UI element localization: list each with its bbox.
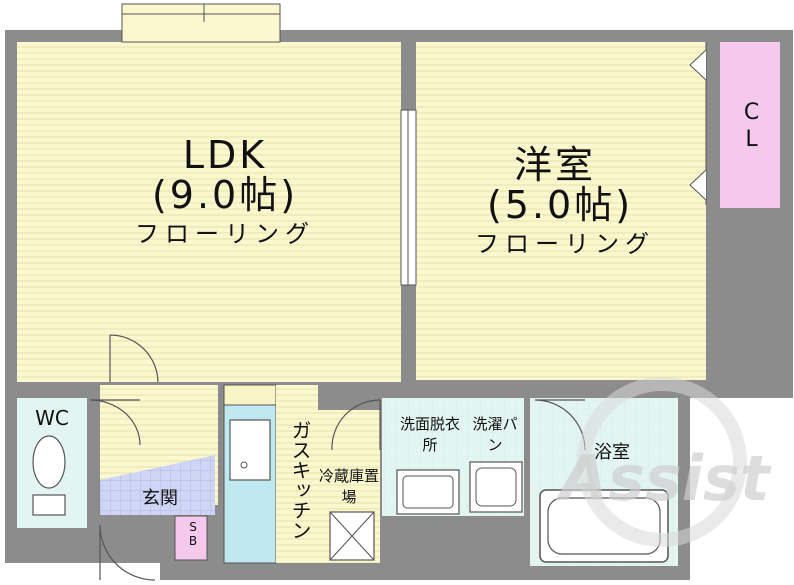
- closet-label: CL: [739, 100, 764, 154]
- fridge-label: 冷蔵庫置場: [318, 467, 379, 506]
- wash-door-swing: [331, 399, 381, 451]
- western-room-floor-type: フローリング: [475, 230, 655, 258]
- shoe-box: [174, 515, 208, 561]
- watermark-logo: Assist: [555, 442, 772, 515]
- entrance-tile: [100, 455, 215, 515]
- bathtub: [539, 489, 669, 563]
- washroom-label: 洗面脱衣所: [399, 415, 460, 454]
- western-room-name: 洋室: [513, 143, 596, 187]
- toilet-bowl: [32, 435, 66, 489]
- ldk-door-swing: [109, 334, 159, 383]
- ldk-name: LDK: [182, 133, 268, 177]
- toilet-label: WC: [35, 406, 69, 430]
- wash-basin: [396, 469, 460, 515]
- kitchen-sink: [229, 419, 271, 481]
- top-window: [121, 3, 281, 43]
- bath-label: 浴室: [594, 442, 630, 463]
- washer-pan: [469, 461, 523, 513]
- toilet-tank: [32, 494, 66, 516]
- ldk-floor-type: フローリング: [135, 220, 315, 248]
- western-room-floor: [416, 42, 706, 380]
- kitchen-aisle: [276, 385, 318, 563]
- ldk-floor: [17, 42, 401, 382]
- kitchen-label: ガスキッチン: [288, 420, 312, 540]
- western-room-size: (5.0帖): [486, 183, 634, 227]
- kitchen-hood: [223, 384, 277, 406]
- laundry-label: 洗濯パン: [472, 415, 518, 454]
- entrance-door-swing: [99, 524, 156, 581]
- closet-area: [720, 42, 780, 208]
- ldk-size: (9.0帖): [151, 173, 299, 217]
- entrance-label: 玄関: [142, 488, 178, 509]
- shoe-box-label: SB: [186, 520, 200, 548]
- toilet-door-swing: [89, 399, 141, 446]
